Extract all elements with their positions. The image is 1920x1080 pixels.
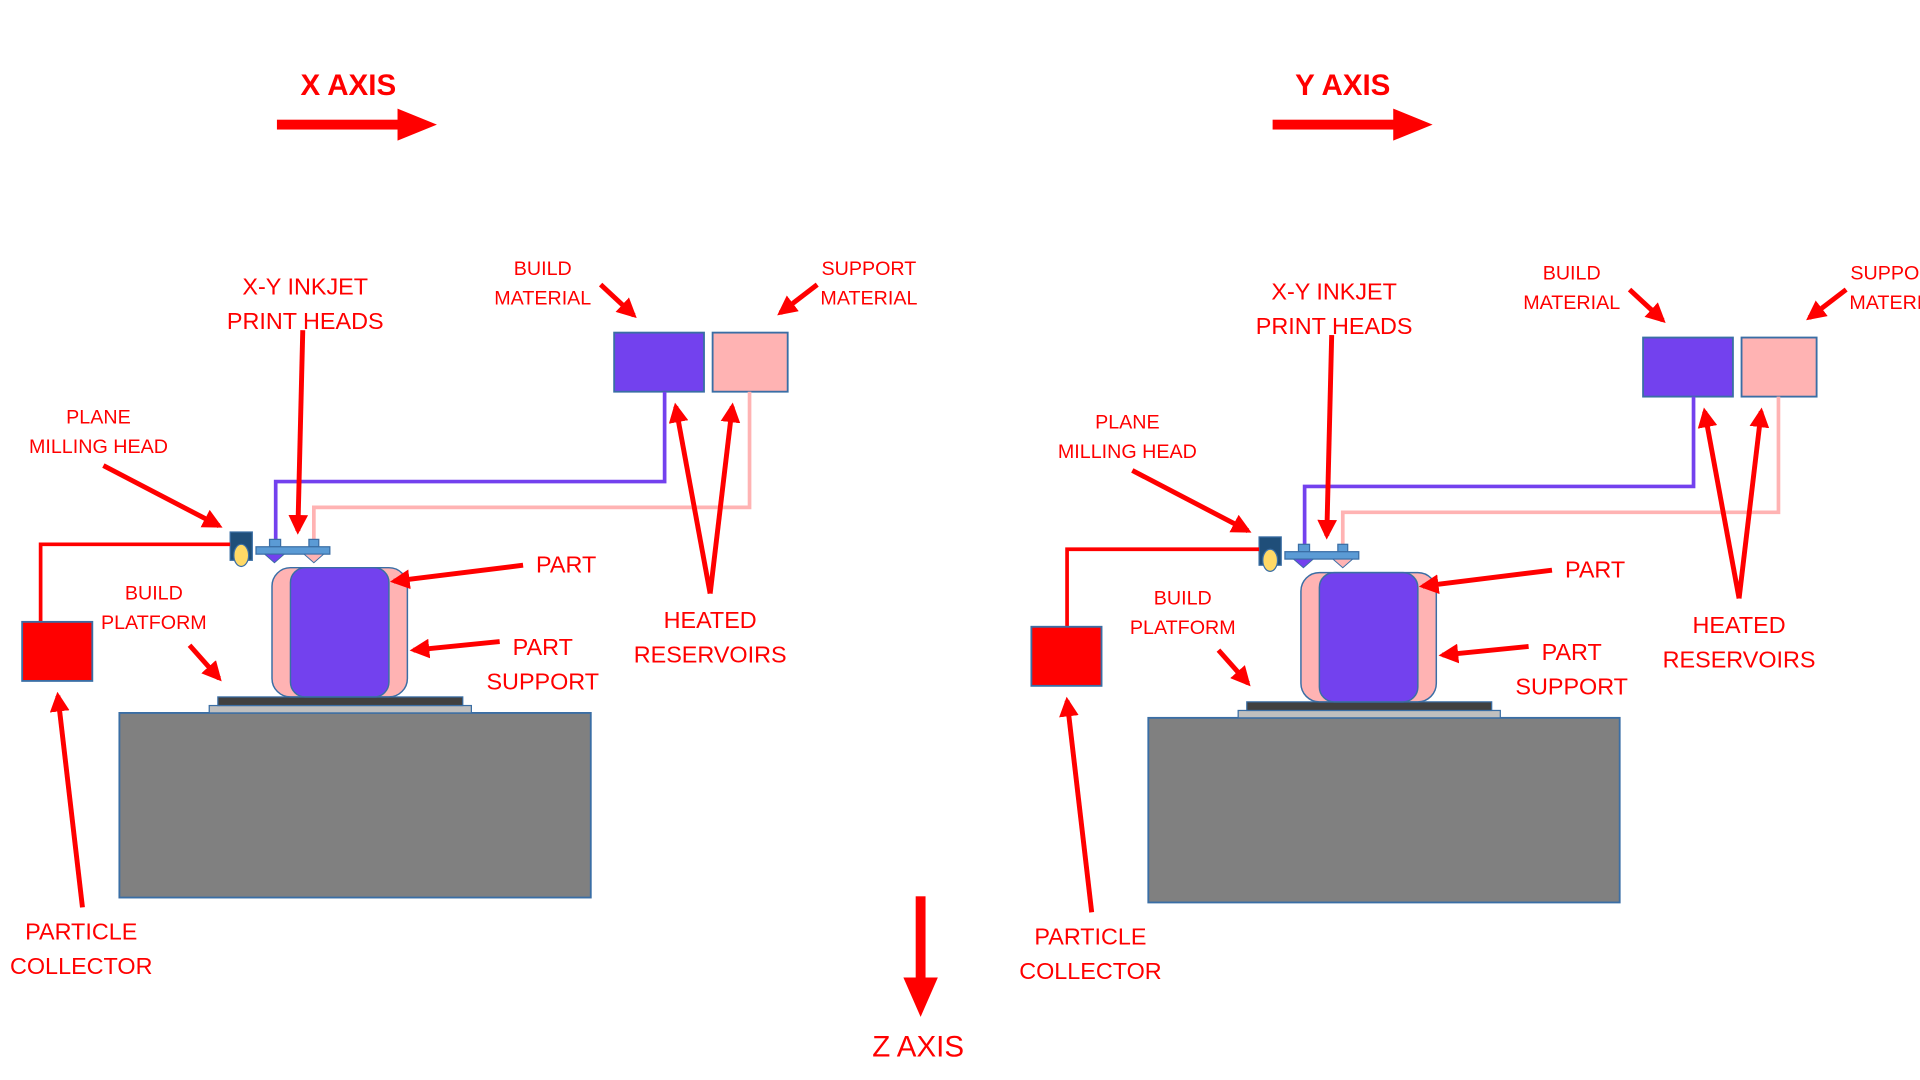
machine-base [118, 712, 592, 899]
support-nozzle-tip-icon [1331, 558, 1354, 569]
milling-head-arrow-icon [1131, 468, 1252, 533]
particle-collector-arrow-icon [1059, 696, 1095, 913]
part-support-label: SUPPORT [1515, 673, 1628, 699]
build-platform [1246, 701, 1493, 712]
milling-head-arrow-icon [102, 463, 223, 529]
part-support-label: SUPPORT [486, 669, 599, 695]
particle-collector [21, 620, 94, 682]
z-axis-label: Z AXIS [872, 1030, 964, 1063]
z-axis-arrow-icon [903, 896, 938, 1017]
heated-reservoir-build-arrow-icon [668, 402, 713, 594]
print-head-bar [1284, 551, 1360, 560]
support-material-arrow-icon [777, 282, 819, 316]
part-arrow-icon [389, 562, 524, 590]
part-support-arrow-icon [409, 638, 500, 659]
heated-reservoir-support-arrow-icon [707, 402, 741, 594]
particle-collector-label: COLLECTOR [10, 953, 152, 979]
milling-head-label: MILLING HEAD [29, 436, 168, 458]
y-axis-label: Y AXIS [1295, 69, 1390, 102]
print-heads-label: X-Y INKJET [1271, 278, 1397, 304]
build-platform-label: PLATFORM [1130, 617, 1236, 639]
build-material-feed-line [273, 391, 667, 542]
support-material-label: SUPPORT [822, 258, 917, 280]
heated-reservoirs-label: HEATED [664, 607, 757, 633]
milling-head-label: PLANE [66, 407, 131, 429]
build-nozzle-tip-icon [263, 553, 286, 564]
support-material-label: MATERIAL [820, 287, 917, 309]
support-material-label: MATERIAL [1849, 292, 1920, 314]
heated-reservoirs-label: HEATED [1693, 612, 1786, 638]
build-platform-arrow-icon [187, 643, 222, 682]
heated-reservoir-support-arrow-icon [1736, 407, 1770, 599]
milling-bit [1262, 548, 1279, 573]
particle-collector-label: PARTICLE [25, 918, 137, 944]
milling-bit [233, 543, 250, 568]
collector-line [1065, 547, 1260, 627]
print-heads-label: PRINT HEADS [227, 308, 384, 334]
particle-collector-label: COLLECTOR [1019, 958, 1161, 984]
build-platform [217, 696, 464, 707]
print-heads-label: PRINT HEADS [1256, 313, 1413, 339]
part [1318, 571, 1419, 703]
build-material-reservoir [1642, 336, 1734, 398]
build-platform-label: PLATFORM [101, 612, 207, 634]
support-material-feed-line [312, 391, 752, 542]
build-platform-plate [1237, 709, 1501, 719]
particle-collector-label: PARTICLE [1034, 923, 1146, 949]
build-material-label: BUILD [1543, 263, 1601, 285]
build-platform-label: BUILD [125, 583, 183, 605]
print-heads-label: X-Y INKJET [242, 273, 368, 299]
build-material-arrow-icon [598, 282, 637, 319]
build-platform-plate [208, 704, 472, 714]
support-material-arrow-icon [1806, 287, 1848, 321]
x-axis-label: X AXIS [300, 69, 396, 102]
support-nozzle [1337, 543, 1349, 553]
build-material-feed-line [1302, 396, 1696, 547]
build-material-arrow-icon [1627, 287, 1666, 323]
build-platform-label: BUILD [1154, 588, 1212, 610]
support-nozzle-tip-icon [302, 553, 326, 564]
build-nozzle [1297, 543, 1311, 553]
heated-reservoir-build-arrow-icon [1697, 407, 1742, 599]
build-nozzle [268, 538, 282, 548]
print-heads-arrow-icon [288, 330, 309, 535]
milling-head-label: MILLING HEAD [1058, 441, 1197, 463]
build-material-label: BUILD [514, 258, 572, 280]
build-material-reservoir [613, 331, 705, 393]
milling-head-label: PLANE [1095, 412, 1160, 434]
support-nozzle [308, 538, 320, 548]
build-platform-arrow-icon [1216, 648, 1251, 687]
collector-line [38, 542, 231, 622]
support-material-reservoir [1740, 336, 1818, 398]
part [289, 566, 390, 698]
heated-reservoirs-label: RESERVOIRS [634, 641, 787, 667]
part-support-arrow-icon [1438, 643, 1529, 664]
particle-collector-arrow-icon [49, 691, 85, 908]
part-arrow-icon [1418, 567, 1553, 594]
particle-collector [1030, 625, 1103, 687]
part-support-label: PART [513, 634, 573, 660]
part-label: PART [1565, 557, 1625, 583]
print-heads-arrow-icon [1317, 335, 1337, 540]
x-axis-arrow-icon [276, 108, 437, 141]
build-nozzle-tip-icon [1292, 558, 1315, 569]
y-axis-arrow-icon [1272, 108, 1433, 141]
print-head-bar [255, 546, 331, 555]
build-material-label: MATERIAL [1523, 292, 1620, 314]
build-material-label: MATERIAL [494, 287, 591, 309]
heated-reservoirs-label: RESERVOIRS [1663, 646, 1816, 672]
part-label: PART [536, 552, 596, 578]
support-material-label: SUPPORT [1850, 263, 1920, 285]
part-support-label: PART [1542, 639, 1602, 665]
support-material-feed-line [1340, 396, 1781, 547]
machine-base [1147, 716, 1621, 904]
support-material-reservoir [711, 331, 789, 393]
